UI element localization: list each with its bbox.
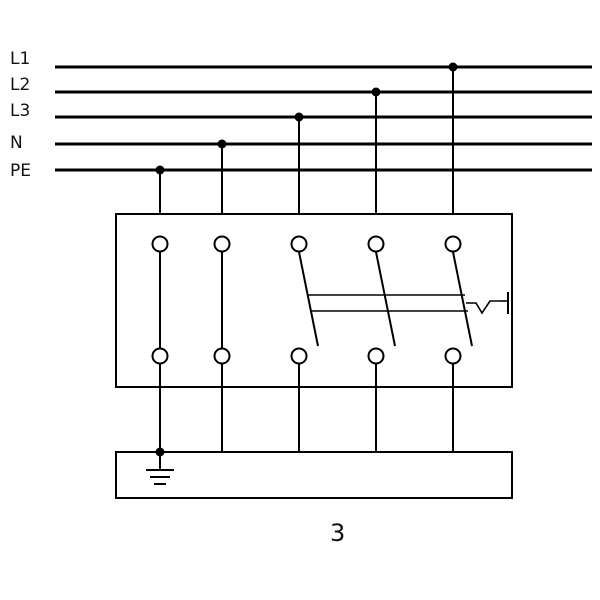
bus-label-pe: PE [10, 161, 31, 181]
junction-dot-l3 [294, 112, 304, 122]
switch-contact-l2 [375, 251, 396, 347]
bus-label-l1: L1 [10, 49, 30, 69]
terminal-top-pe [151, 235, 169, 253]
manual-actuator-icon [466, 300, 500, 315]
terminal-bottom-l1 [444, 347, 462, 365]
terminal-top-l2 [367, 235, 385, 253]
bus-label-l2: L2 [10, 75, 30, 95]
bus-label-n: N [10, 133, 23, 153]
junction-dot-l1 [448, 62, 458, 72]
bus-label-l3: L3 [10, 101, 30, 121]
junction-dot-n [217, 139, 227, 149]
ground-icon [146, 452, 174, 485]
switch-contact-l3 [298, 251, 319, 347]
terminal-top-n [213, 235, 231, 253]
terminal-top-l3 [290, 235, 308, 253]
junction-dot-pe [155, 165, 165, 175]
terminal-bottom-l2 [367, 347, 385, 365]
switch-contact-l1 [452, 251, 473, 347]
terminal-bottom-n [213, 347, 231, 365]
terminal-top-l1 [444, 235, 462, 253]
terminal-bottom-pe [151, 347, 169, 365]
junction-dot-l2 [371, 87, 381, 97]
figure-number: 3 [330, 519, 345, 547]
terminal-bottom-l3 [290, 347, 308, 365]
load-block [115, 451, 513, 499]
